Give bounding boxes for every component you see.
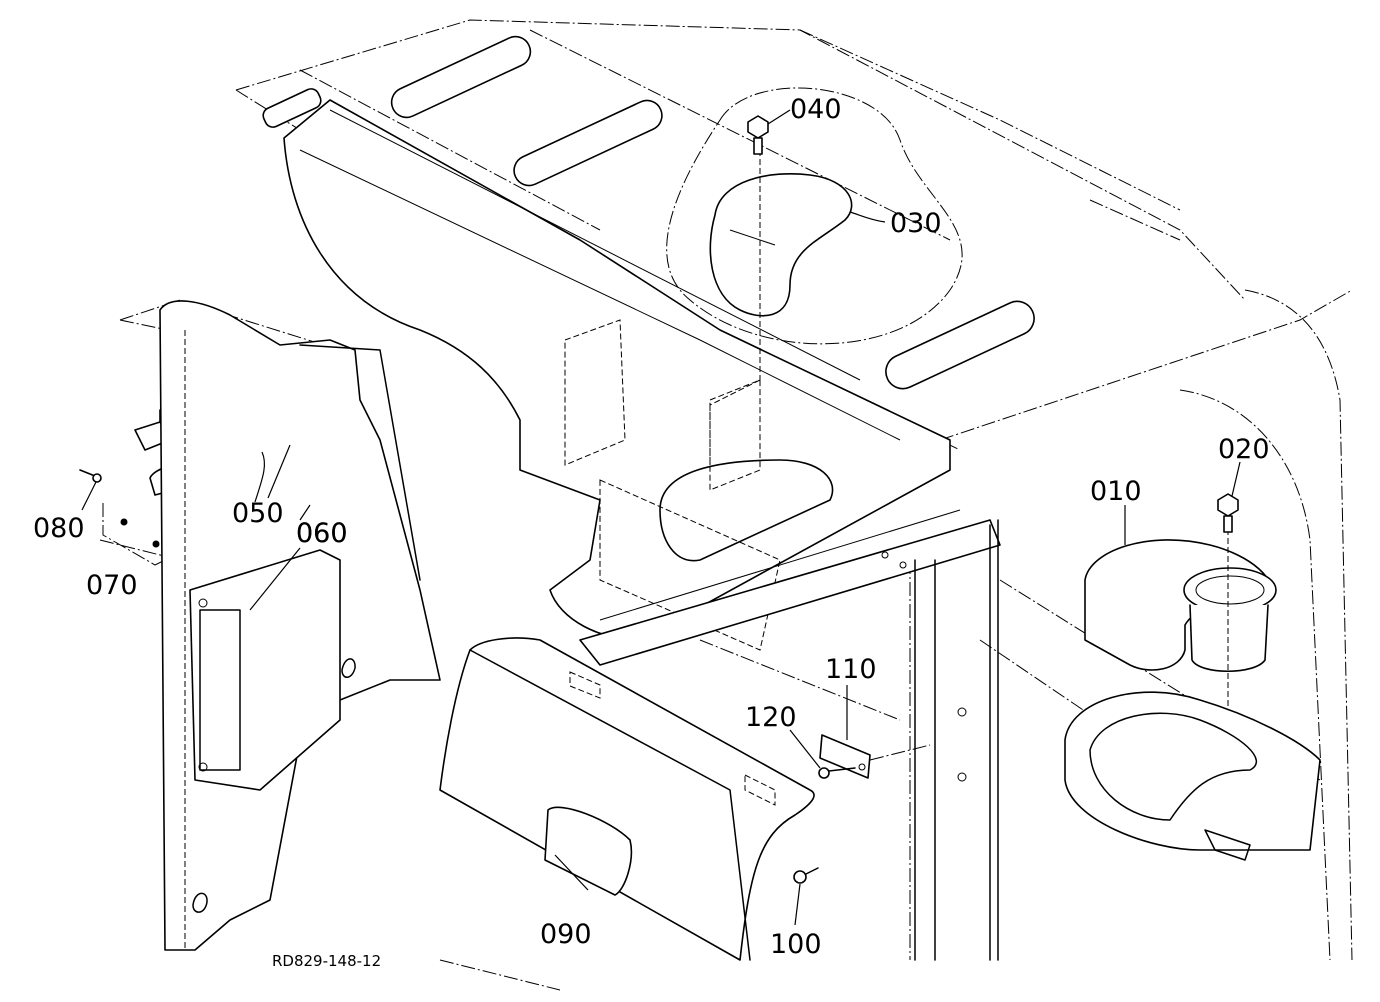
part-040-bolt [747, 115, 769, 155]
callout-050: 050 [232, 498, 284, 529]
part-060-side-panel [159, 300, 441, 951]
part-090-lower-panel [439, 637, 815, 961]
callout-010: 010 [1090, 476, 1142, 507]
roof-slots [262, 35, 1035, 390]
upper-console-trim [283, 99, 951, 651]
part-100-screw [793, 867, 819, 884]
callout-060-upper: 060 [296, 518, 348, 549]
drawing-code: RD829-148-12 [272, 952, 381, 970]
callout-080: 080 [33, 513, 85, 544]
callout-030: 030 [890, 208, 942, 239]
part-030-cushion-pad [666, 87, 963, 470]
callout-060-lower: 060 [296, 518, 348, 549]
callout-040: 040 [790, 94, 842, 125]
side-rail [579, 509, 1001, 961]
callout-110: 110 [825, 654, 877, 685]
leader-lines [81, 109, 1241, 926]
callout-100: 100 [770, 929, 822, 960]
callout-090: 090 [540, 919, 592, 950]
callout-120: 120 [745, 702, 797, 733]
part-110-bracket [819, 734, 931, 779]
callout-labels: 010 020 030 040 050 060 060 070 080 090 … [33, 94, 1270, 970]
part-020-bolt [1217, 493, 1239, 533]
callout-070: 070 [86, 570, 138, 601]
lower-cup-recess [1064, 691, 1321, 861]
part-120-screw [818, 767, 856, 779]
part-010-cup-holder [1084, 520, 1277, 830]
callout-020: 020 [1218, 434, 1270, 465]
